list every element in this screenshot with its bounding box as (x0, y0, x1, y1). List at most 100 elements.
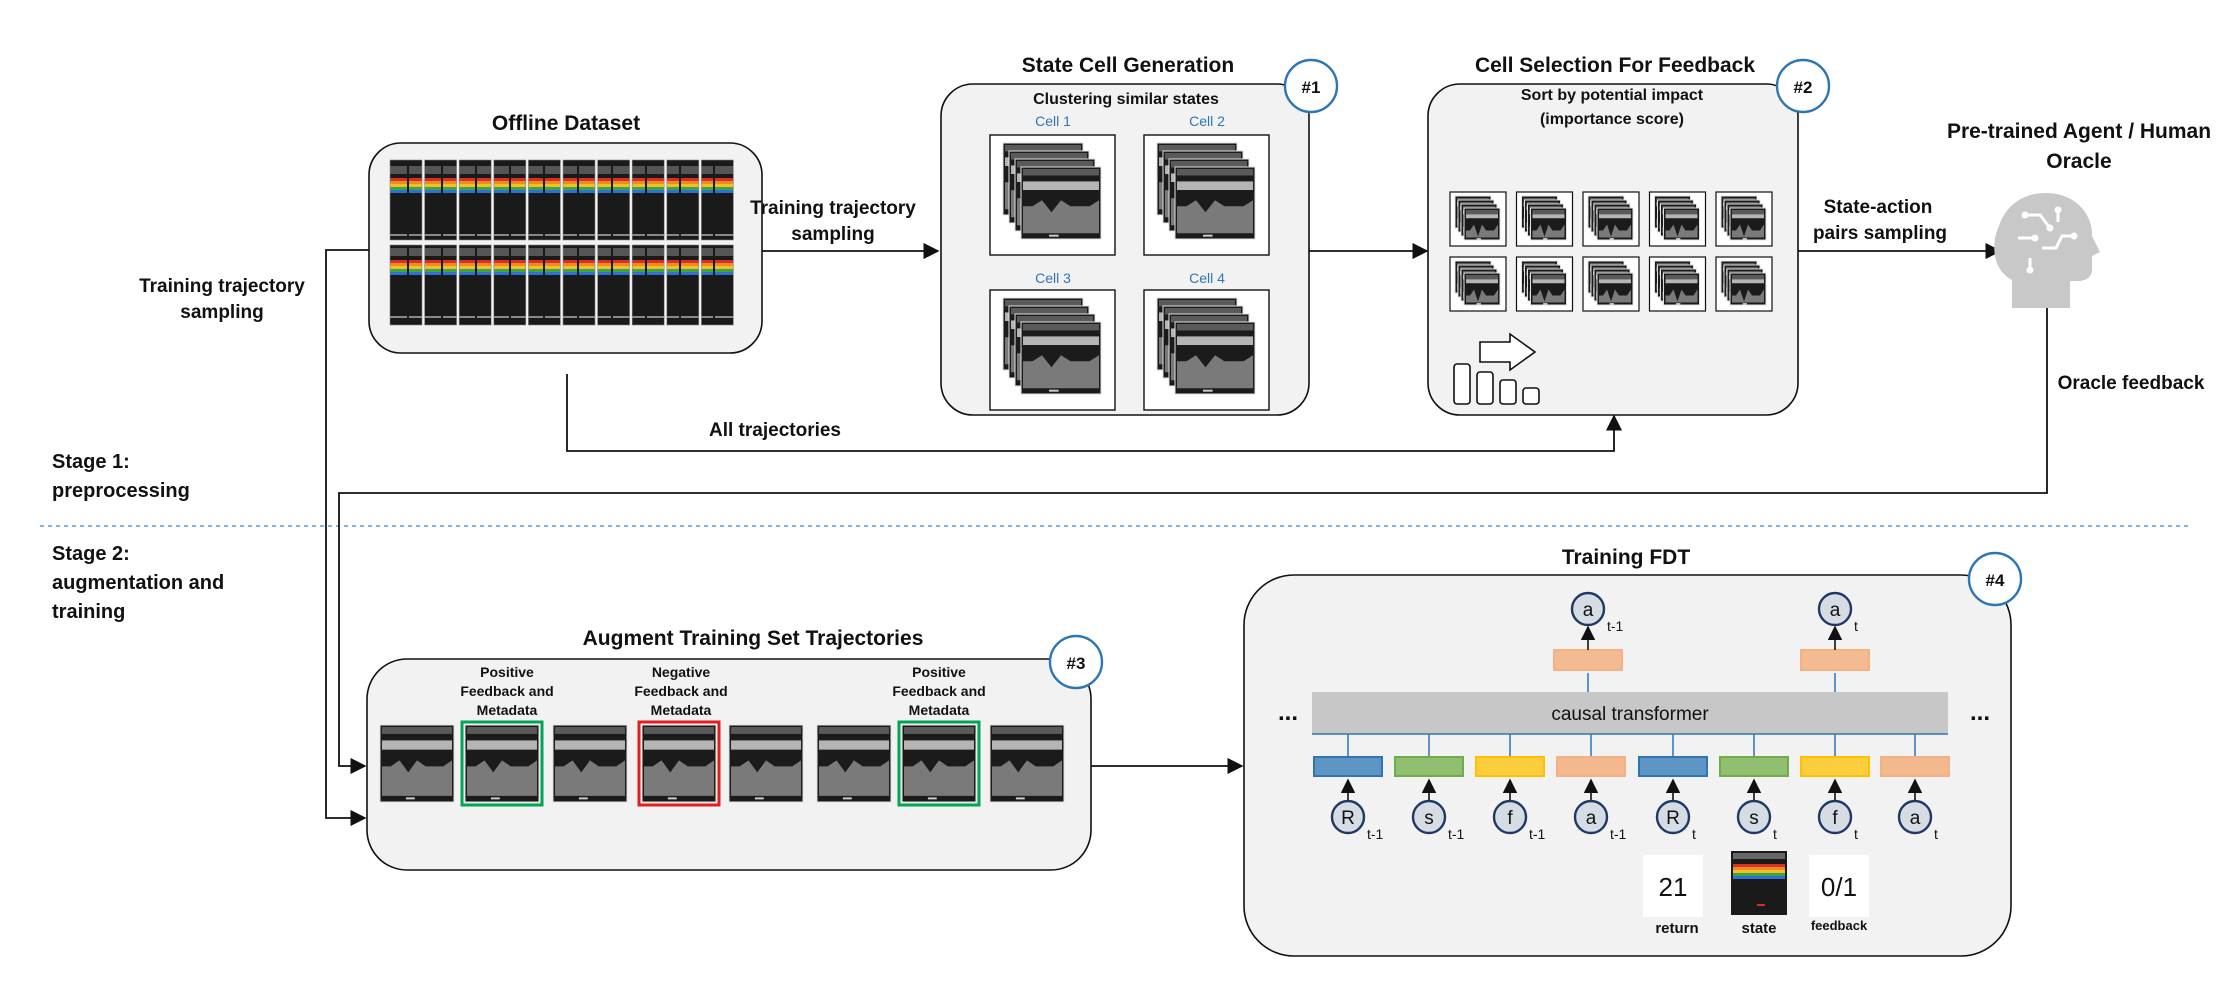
stage2-label-line2: augmentation and (52, 572, 224, 594)
fdt-title: Training FDT (1562, 546, 1691, 569)
dataset-thumbnail (631, 159, 665, 241)
trajectory-frame (901, 724, 977, 803)
feedback-label-pos2: Metadata (909, 702, 970, 718)
selected-cell-thumb (1582, 256, 1640, 312)
causal-transformer-block (1312, 692, 1948, 734)
causal-transformer-label: causal transformer (1551, 704, 1709, 725)
dataset-thumbnail (528, 159, 561, 241)
cell-label: Cell 4 (1189, 270, 1225, 286)
dataset-thumbnail (701, 159, 734, 241)
output-subscript: t-1 (1607, 618, 1624, 634)
badge-2: #2 (1775, 58, 1831, 114)
output-action-t: at (1800, 591, 1870, 692)
pairs-sampling-line1: State-action (1824, 197, 1933, 218)
cell-generation-title: State Cell Generation (1022, 54, 1234, 77)
token-subscript: t-1 (1529, 826, 1546, 842)
token-symbol: f (1507, 808, 1513, 829)
augment-frames (379, 720, 1065, 807)
token-symbol: R (1341, 808, 1355, 829)
feedback-label-neg: Metadata (651, 702, 712, 718)
feedback-value: 0/1 (1821, 872, 1857, 902)
feedback-label-pos1: Positive (480, 664, 534, 680)
trajectory-frame (816, 724, 892, 803)
stage2-label-line1: Stage 2: (52, 543, 130, 565)
feedback-label-pos1: Feedback and (460, 683, 553, 699)
token-subscript: t (1692, 826, 1696, 842)
brain-head-icon (1994, 193, 2100, 308)
feedback-value-box (1809, 855, 1869, 917)
dataset-thumbnail (424, 159, 457, 241)
selected-cell-thumb (1715, 256, 1773, 312)
svg-text:#3: #3 (1067, 654, 1086, 673)
badge-3: #3 (1048, 634, 1104, 690)
oracle-feedback-arrow (338, 308, 2048, 775)
sampling-mid-line1: Training trajectory (750, 198, 916, 219)
cell-label: Cell 2 (1189, 113, 1225, 129)
token-subscript: t-1 (1610, 826, 1627, 842)
cell-selection-subtitle1: Sort by potential impact (1521, 87, 1704, 104)
pairs-sampling-line2: pairs sampling (1813, 223, 1947, 244)
feedback-label-pos1: Metadata (477, 702, 538, 718)
cell-frame (1020, 321, 1102, 395)
dataset-thumbnail (562, 159, 596, 241)
token-s-t-1: s t-1 (1394, 734, 1465, 842)
mini-frame (1596, 207, 1634, 241)
dataset-thumbnail (389, 159, 423, 241)
return-label: return (1655, 920, 1698, 937)
cell-selection-title: Cell Selection For Feedback (1475, 54, 1755, 77)
output-action-t-1: a t-1 (1553, 591, 1624, 692)
cell-label: Cell 3 (1035, 270, 1071, 286)
feedback-label-neg: Feedback and (634, 683, 727, 699)
sort-ranking-icon (1453, 332, 1540, 405)
token-subscript: t (1934, 826, 1938, 842)
feedback-label-pos2: Positive (912, 664, 966, 680)
selected-cell-thumb (1449, 191, 1507, 247)
output-symbol: a (1583, 600, 1594, 621)
token-symbol: s (1749, 808, 1759, 829)
mini-frame (1663, 272, 1700, 306)
oracle-title-line2: Oracle (2046, 150, 2111, 173)
negative-feedback-highlight (637, 720, 721, 807)
cell-2 (1143, 134, 1270, 256)
cell-4 (1143, 289, 1270, 411)
token-subscript: t (1773, 826, 1777, 842)
dataset-thumbnail (528, 244, 561, 326)
dataset-thumbnail (493, 244, 527, 326)
feedback-label-pos2: Feedback and (892, 683, 985, 699)
selected-cell-thumb (1648, 256, 1707, 312)
offline-dataset-title: Offline Dataset (492, 112, 640, 135)
selected-cell-thumb (1582, 191, 1640, 247)
token-symbol: R (1666, 808, 1680, 829)
token-symbol: a (1910, 808, 1921, 829)
return-value-box (1643, 855, 1703, 917)
cell-frame (1174, 166, 1256, 240)
stage1-label-line1: Stage 1: (52, 451, 130, 473)
state-label: state (1741, 920, 1776, 937)
dataset-thumbnail (562, 244, 596, 326)
sampling-left-line1: Training trajectory (139, 276, 305, 297)
token-subscript: t-1 (1448, 826, 1465, 842)
mini-frame (1729, 272, 1767, 306)
cell-generation-subtitle: Clustering similar states (1033, 91, 1219, 108)
trajectory-frame (728, 724, 804, 803)
svg-text:#4: #4 (1986, 571, 2005, 590)
badge-1: #1 (1283, 58, 1339, 114)
svg-text:#2: #2 (1794, 78, 1813, 97)
selected-cell-thumb (1515, 191, 1574, 247)
dataset-thumbnail (458, 159, 492, 241)
token-R-t-1: Rt-1 (1313, 734, 1384, 842)
token-symbol: s (1424, 808, 1434, 829)
cell-selection-box (1427, 83, 1799, 416)
dataset-thumbnail (458, 244, 492, 326)
output-subscript: t (1854, 618, 1858, 634)
all-trajectories-label: All trajectories (709, 420, 841, 441)
dataset-thumbnail (597, 159, 630, 241)
cell-1 (989, 134, 1116, 256)
cell-label: Cell 1 (1035, 113, 1071, 129)
trajectory-frame (989, 724, 1065, 803)
ellipsis-right: ... (1970, 699, 1990, 726)
positive-feedback-highlight (897, 720, 981, 807)
trajectory-frame (552, 724, 628, 803)
offline-dataset-thumbnails (389, 159, 734, 326)
